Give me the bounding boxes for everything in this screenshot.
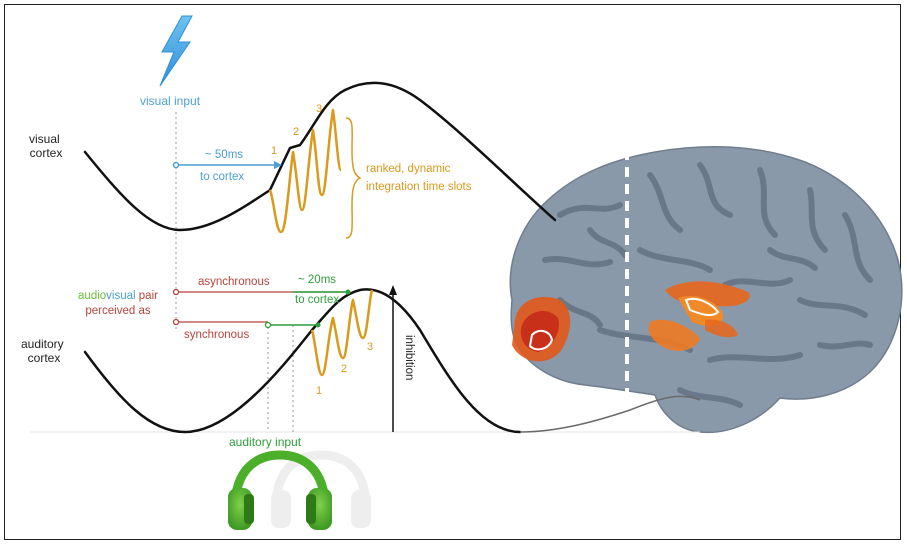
auditory-oscillation xyxy=(83,288,522,434)
time-slots-label-2: integration time slots xyxy=(366,181,472,193)
time-slots-brace xyxy=(345,117,362,239)
visual-cortex-line2: cortex xyxy=(30,146,63,160)
auditory-cortex-line2: cortex xyxy=(28,351,61,365)
auditory-rank-1: 1 xyxy=(316,385,322,397)
lightning-bolt-icon xyxy=(159,15,193,87)
brain-illustration xyxy=(509,145,903,434)
perceived-as-label: perceived as xyxy=(85,305,150,317)
auditory-rank-3: 3 xyxy=(367,341,373,353)
visual-rank-3: 3 xyxy=(316,103,322,115)
auditory-cortex-line1: auditory xyxy=(21,337,64,351)
visual-oscillation xyxy=(83,81,557,232)
visual-delay-label-1: ~ 50ms xyxy=(205,149,243,161)
auditory-rank-2: 2 xyxy=(341,363,347,375)
av-pair-visual: visual xyxy=(106,290,135,302)
visual-rank-2: 2 xyxy=(293,126,299,138)
auditory-delay-label-2: to cortex xyxy=(295,294,339,306)
activation-temporal xyxy=(648,281,750,351)
auditory-delay-label-1: ~ 20ms xyxy=(298,274,336,286)
time-slots-label-1: ranked, dynamic xyxy=(366,163,451,175)
auditory-cortex-label: auditory cortex xyxy=(21,337,67,365)
asynchronous-label: asynchronous xyxy=(198,276,270,288)
av-pair-label: audiovisual pair xyxy=(78,290,158,302)
headphones-icon xyxy=(228,450,371,530)
inhibition-label: inhibition xyxy=(403,335,415,380)
visual-cortex-line1: visual xyxy=(29,132,60,146)
brain-sulci xyxy=(542,162,873,408)
auditory-return xyxy=(519,395,701,433)
inhibition-arrowhead xyxy=(389,285,397,295)
synchronous-label: synchronous xyxy=(184,329,249,341)
av-pair-audio: audio xyxy=(78,290,106,302)
visual-bursts xyxy=(268,108,343,234)
activation-occipital xyxy=(512,296,571,362)
auditory-bursts xyxy=(310,289,374,377)
av-pair-rest: pair xyxy=(136,290,159,302)
auditory-input-label: auditory input xyxy=(229,435,302,449)
visual-cortex-label: visual cortex xyxy=(29,132,63,160)
visual-delay-label-2: to cortex xyxy=(200,171,244,183)
visual-input-label: visual input xyxy=(140,94,201,108)
visual-rank-1: 1 xyxy=(271,145,277,157)
